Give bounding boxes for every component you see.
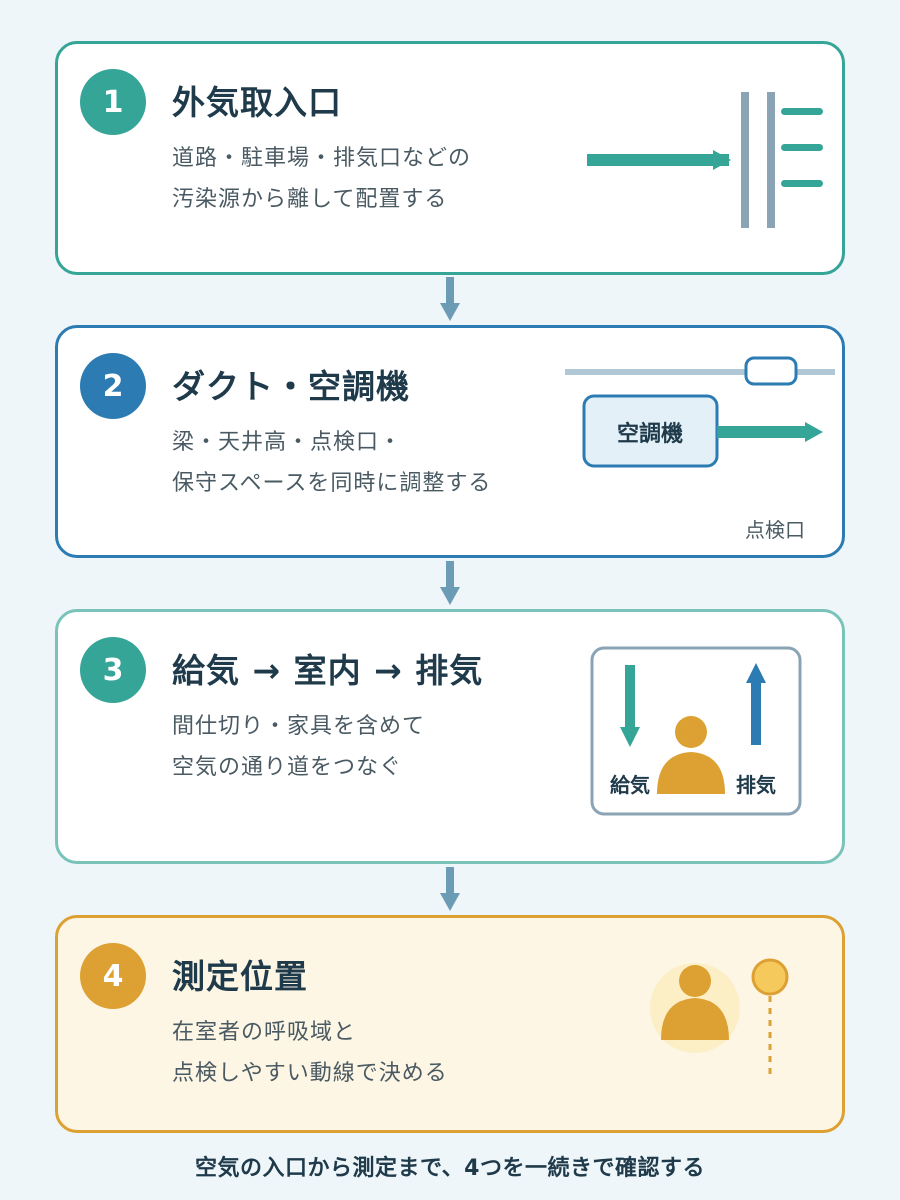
duct-ahu-illustration: 空調機 点検口 [565,356,835,542]
step-description: 梁・天井高・点検口・ 保守スペースを同時に調整する [172,422,491,504]
room-airflow-illustration: 給気 排気 [590,646,802,816]
step-number-badge: 3 [80,637,146,703]
step-card-measurement-position: 4 測定位置 在室者の呼吸域と 点検しやすい動線で決める [55,915,845,1133]
step-number-badge: 2 [80,353,146,419]
access-hatch-icon [744,356,798,386]
step-description-line: 空気の通り道をつなぐ [172,755,403,780]
supply-label: 給気 [610,773,650,797]
step-title: ダクト・空調機 [172,367,410,406]
step-number-badge: 1 [80,69,146,135]
step-title: 外気取入口 [172,83,342,122]
occupant-body-icon [661,998,729,1040]
louver-blade [781,180,823,187]
step-card-airflow-path: 3 給気 → 室内 → 排気 間仕切り・家具を含めて 空気の通り道をつなぐ 給気… [55,609,845,864]
sensor-icon [751,958,789,996]
intake-airflow-arrow-shaft [587,154,729,166]
supply-duct-arrow-head [805,422,823,442]
occupant-head-icon [675,716,707,748]
step-card-outdoor-air-intake: 1 外気取入口 道路・駐車場・排気口などの 汚染源から離して配置する [55,41,845,275]
flow-down-arrow [440,867,460,911]
access-hatch-label: 点検口 [745,518,805,542]
step-title: 給気 → 室内 → 排気 [172,651,484,690]
step-card-duct-ahu: 2 ダクト・空調機 梁・天井高・点検口・ 保守スペースを同時に調整する 空調機 … [55,325,845,558]
supply-arrow-shaft [625,665,635,735]
step-description-line: 間仕切り・家具を含めて [172,714,426,739]
footer-summary: 空気の入口から測定まで、4つを一続きで確認する [195,1156,705,1181]
step-description-line: 梁・天井高・点検口・ [172,430,403,455]
exhaust-label: 排気 [736,773,776,797]
measurement-position-illustration [650,958,789,1076]
exhaust-arrow-head [746,663,766,683]
ahu-label: 空調機 [617,421,683,447]
exhaust-arrow-shaft [751,681,761,745]
step-description: 間仕切り・家具を含めて 空気の通り道をつなぐ [172,706,425,788]
intake-airflow-arrow-head [713,150,731,170]
step-title: 測定位置 [172,957,308,996]
step-description-line: 点検しやすい動線で決める [172,1061,448,1086]
occupant-body-icon [657,752,725,794]
supply-duct-arrow-shaft [717,426,807,438]
step-description-line: 汚染源から離して配置する [172,187,448,212]
step-description-line: 道路・駐車場・排気口などの [172,146,472,171]
louver-blade [781,144,823,151]
flow-down-arrow [440,277,460,321]
step-number-badge: 4 [80,943,146,1009]
louver-blade [781,108,823,115]
flow-down-arrow [440,561,460,605]
step-description: 道路・駐車場・排気口などの 汚染源から離して配置する [172,138,471,220]
step-description-line: 保守スペースを同時に調整する [172,471,492,496]
step-description-line: 在室者の呼吸域と [172,1020,357,1045]
supply-arrow-head [620,727,640,747]
air-intake-louver-illustration [587,92,823,228]
occupant-head-icon [679,965,711,997]
louver-frame-left [741,92,749,228]
ceiling-duct-line [565,369,835,375]
louver-frame-right [767,92,775,228]
step-description: 在室者の呼吸域と 点検しやすい動線で決める [172,1012,448,1094]
